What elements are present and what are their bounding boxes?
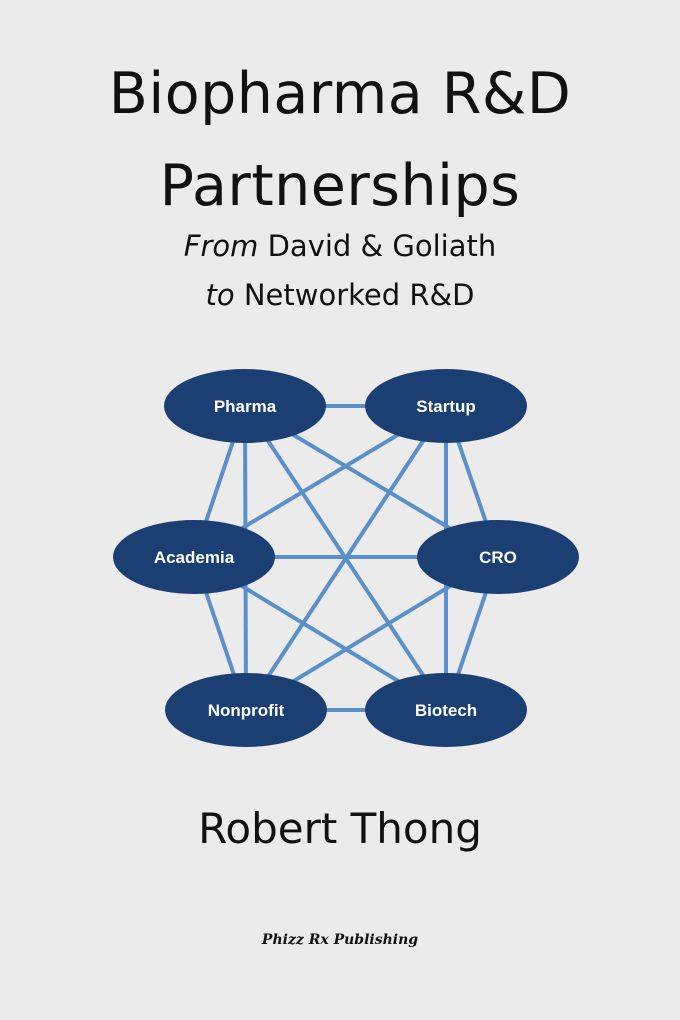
node-biotech: Biotech [365, 673, 527, 747]
subtitle-line-2-rest: Networked R&D [234, 278, 475, 312]
node-startup-shape [365, 369, 527, 443]
node-academia: Academia [113, 520, 275, 594]
node-startup-label: Startup [416, 397, 476, 416]
node-nonprofit-label: Nonprofit [208, 701, 285, 720]
node-biotech-label: Biotech [415, 701, 477, 720]
title-line-1: Biopharma R&D [108, 61, 572, 127]
subtitle-line-1: From David & Goliath [0, 232, 680, 261]
node-pharma: Pharma [164, 369, 326, 443]
node-biotech-shape [365, 673, 527, 747]
author-name: Robert Thong [198, 804, 482, 853]
subtitle-line-1-rest: David & Goliath [258, 229, 497, 263]
node-nonprofit-shape [165, 673, 327, 747]
node-pharma-label: Pharma [214, 397, 277, 416]
publisher-name: Phizz Rx Publishing [261, 932, 419, 948]
node-pharma-shape [164, 369, 326, 443]
node-startup: Startup [365, 369, 527, 443]
node-academia-shape [113, 520, 275, 594]
node-cro-shape [417, 520, 579, 594]
node-academia-label: Academia [154, 548, 235, 567]
node-nonprofit: Nonprofit [165, 673, 327, 747]
subtitle-line-1-italic: From [183, 229, 259, 263]
title-line-2: Partnerships [159, 153, 521, 219]
node-cro-label: CRO [479, 548, 517, 567]
subtitle-line-2-italic: to [205, 278, 235, 312]
subtitle-line-2: to Networked R&D [0, 281, 680, 310]
node-cro: CRO [417, 520, 579, 594]
